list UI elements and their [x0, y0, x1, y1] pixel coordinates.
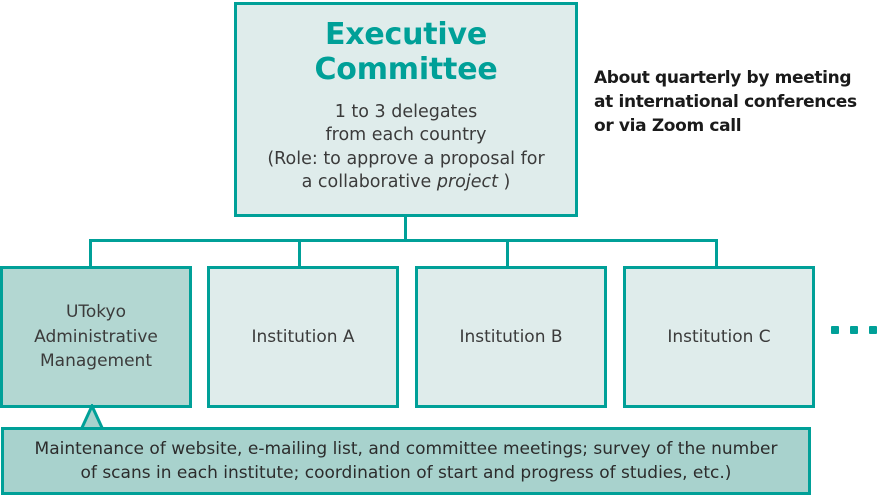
- exec-description-line1: 1 to 3 delegates: [334, 101, 478, 122]
- institution-c-label: Institution C: [667, 326, 771, 347]
- exec-description-line4-post: ): [497, 172, 511, 193]
- connector-stem-vertical: [404, 216, 407, 242]
- caption-line1: Maintenance of website, e-mailing list, …: [34, 438, 778, 459]
- connector-drop-institution-c: [715, 239, 718, 268]
- meeting-frequency-note-line1: About quarterly by meeting: [594, 68, 852, 88]
- utokyo-box-label: UTokyo Administrative Management: [34, 300, 158, 374]
- utokyo-label-line3: Management: [40, 351, 152, 372]
- ellipsis-dot-3: [869, 326, 877, 334]
- executive-committee-title-line2: Committee: [314, 51, 498, 87]
- ellipsis-dot-1: [831, 326, 839, 334]
- ellipsis-dot-2: [850, 326, 858, 334]
- institution-a-box: Institution A: [207, 266, 399, 408]
- executive-committee-title: Executive Committee: [314, 17, 498, 88]
- meeting-frequency-note: About quarterly by meeting at internatio…: [594, 66, 869, 138]
- connector-drop-utokyo: [89, 239, 92, 268]
- more-institutions-ellipsis-icon: [829, 326, 879, 338]
- executive-committee-box: Executive Committee 1 to 3 delegates fro…: [234, 2, 578, 217]
- executive-committee-title-line1: Executive: [324, 17, 488, 52]
- utokyo-responsibilities-caption: Maintenance of website, e-mailing list, …: [1, 427, 811, 495]
- exec-description-line4-pre: a collaborative: [301, 172, 437, 193]
- caption-text: Maintenance of website, e-mailing list, …: [35, 437, 778, 485]
- meeting-frequency-note-line2: at international conferences: [594, 92, 857, 113]
- exec-description-project-emphasis: project: [436, 172, 498, 193]
- exec-description-line4: a collaborative project ): [267, 171, 544, 195]
- utokyo-label-line2: Administrative: [34, 326, 158, 347]
- institution-b-label: Institution B: [459, 326, 563, 347]
- connector-drop-institution-b: [506, 239, 509, 268]
- utokyo-administrative-management-box: UTokyo Administrative Management: [0, 266, 192, 408]
- connector-horizontal-bus: [89, 239, 718, 242]
- institution-c-box: Institution C: [623, 266, 815, 408]
- connector-drop-institution-a: [298, 239, 301, 268]
- exec-description-line3: (Role: to approve a proposal for: [267, 148, 545, 169]
- executive-committee-description: 1 to 3 delegates from each country (Role…: [267, 101, 544, 196]
- exec-description-line2: from each country: [325, 125, 487, 146]
- institution-a-label: Institution A: [251, 326, 355, 347]
- caption-line2: of scans in each institute; coordination…: [80, 463, 732, 483]
- utokyo-label-line1: UTokyo: [65, 302, 127, 323]
- institution-b-box: Institution B: [415, 266, 607, 408]
- meeting-frequency-note-line3: or via Zoom call: [594, 116, 742, 137]
